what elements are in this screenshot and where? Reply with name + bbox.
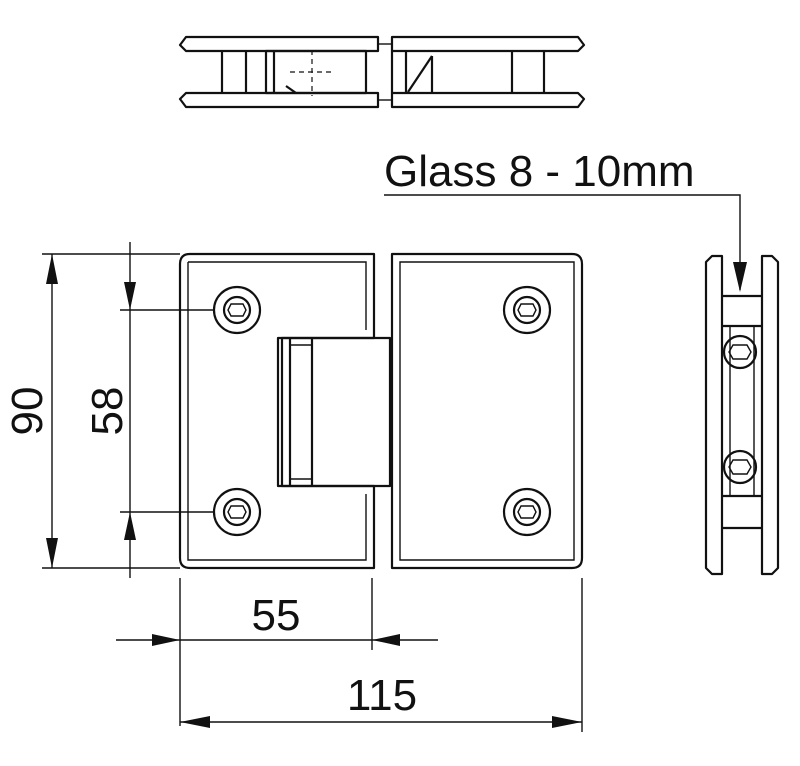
dimension-overall-height: 90 xyxy=(3,253,180,569)
side-view xyxy=(704,254,780,576)
screw-bottom-left xyxy=(212,487,262,537)
top-view xyxy=(178,35,586,109)
dimension-58-label: 58 xyxy=(83,387,132,436)
dimension-leaf-width: 55 xyxy=(116,578,438,726)
screw-bottom-right xyxy=(502,487,552,537)
screw-top-left xyxy=(212,285,262,335)
right-leaf-outline xyxy=(390,252,584,570)
glass-label: Glass 8 - 10mm xyxy=(384,147,695,196)
dimension-overall-width: 115 xyxy=(180,578,583,732)
dimension-115-label: 115 xyxy=(347,671,417,720)
side-screw-bottom xyxy=(722,449,758,485)
side-screw-top xyxy=(722,334,758,370)
glass-callout: Glass 8 - 10mm xyxy=(384,147,747,292)
front-view xyxy=(178,252,584,570)
screw-top-right xyxy=(502,285,552,335)
dimension-55-label: 55 xyxy=(252,591,301,640)
left-leaf-outline xyxy=(178,252,376,570)
dimension-90-label: 90 xyxy=(3,387,52,436)
dimension-hole-spacing: 58 xyxy=(83,242,214,578)
